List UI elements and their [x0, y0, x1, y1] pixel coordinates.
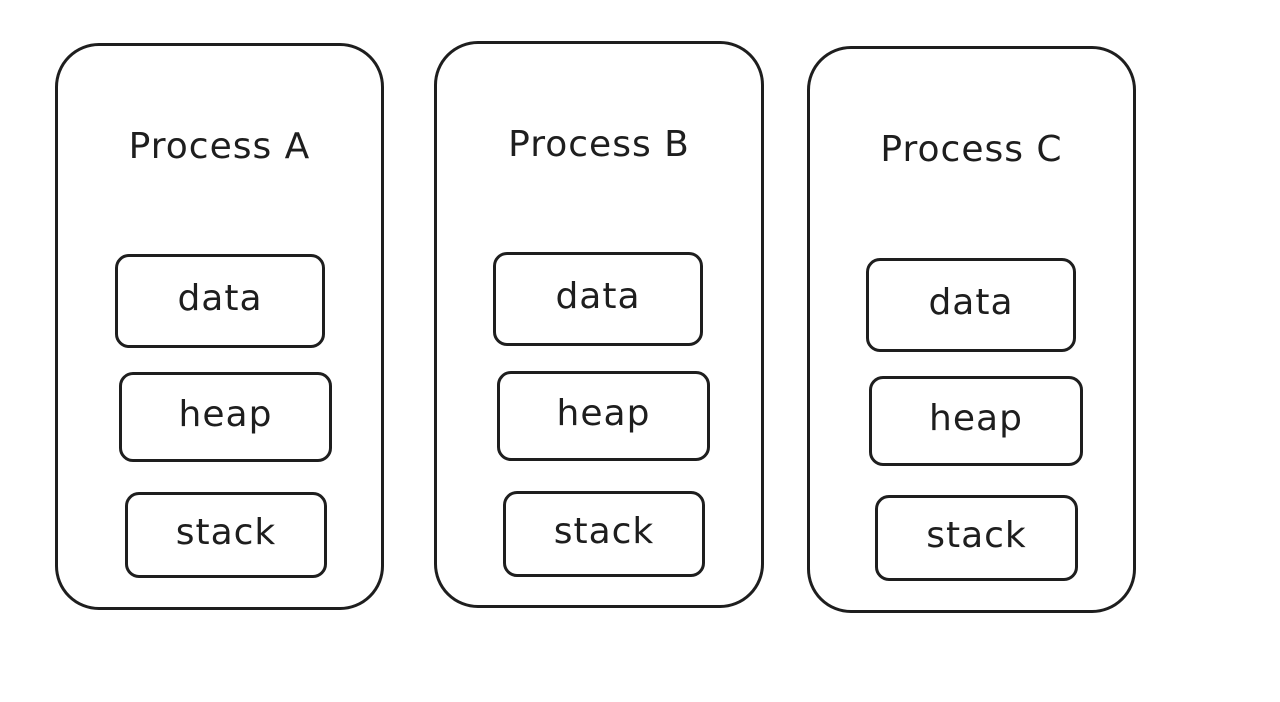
process-c-heap-label: heap: [929, 398, 1023, 439]
process-b-data-segment: data: [493, 252, 703, 346]
process-a-stack-segment: stack: [125, 492, 327, 578]
process-b-title: Process B: [508, 124, 690, 165]
process-a-heap-label: heap: [178, 394, 273, 435]
process-a-data-label: data: [177, 278, 263, 319]
process-c-data-segment: data: [866, 258, 1076, 352]
process-a-stack-label: stack: [175, 512, 277, 553]
process-b-box: Process B data heap stack: [434, 41, 764, 608]
process-c-data-label: data: [928, 282, 1014, 323]
process-c-box: Process C data heap stack: [807, 46, 1136, 613]
process-b-stack-segment: stack: [503, 491, 705, 577]
process-a-box: Process A data heap stack: [55, 43, 384, 610]
process-c-title: Process C: [880, 129, 1063, 170]
process-a-data-segment: data: [115, 254, 325, 348]
process-c-stack-label: stack: [926, 515, 1027, 556]
process-a-heap-segment: heap: [119, 372, 332, 462]
process-c-stack-segment: stack: [875, 495, 1078, 581]
process-b-heap-label: heap: [556, 393, 651, 434]
process-b-stack-label: stack: [553, 511, 655, 552]
process-b-data-label: data: [555, 276, 641, 317]
process-b-heap-segment: heap: [497, 371, 710, 461]
process-c-heap-segment: heap: [869, 376, 1083, 466]
process-a-title: Process A: [128, 126, 311, 167]
